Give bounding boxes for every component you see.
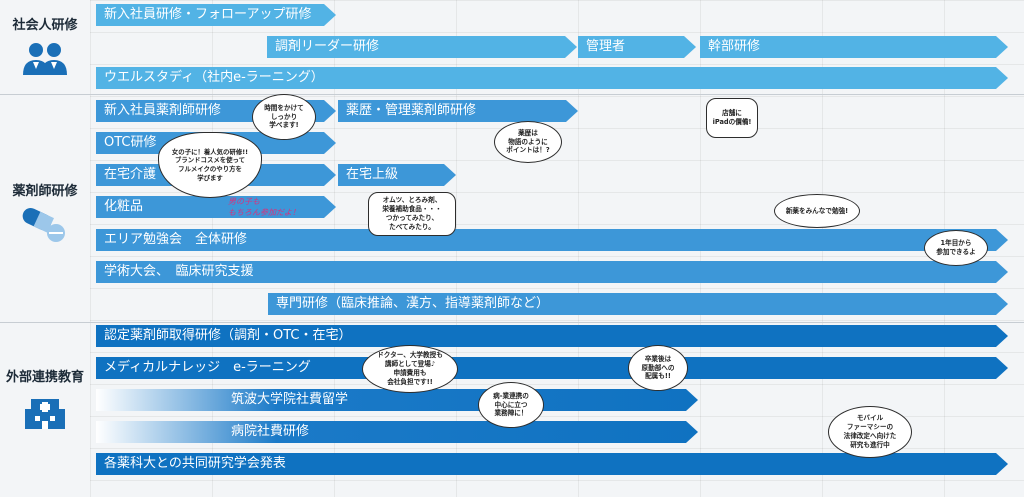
- bar-well-study[interactable]: ウエルスタディ（社内e-ラーニング）: [96, 67, 1008, 89]
- bar-tsukuba[interactable]: 筑波大学院社費留学: [96, 389, 698, 411]
- bubble-doctor: ドクター、大学教授も 講師として登場♪ 申請費用も 会社負担です!!: [362, 345, 458, 393]
- bar-zaitaku-adv[interactable]: 在宅上級: [338, 164, 456, 186]
- bubble-omutsu: オムツ、とろみ剤、 栄養補助食品・・・ つかってみたり、 たべてみたり。: [368, 192, 456, 236]
- bubble-byoyaku: 病-業連携の 中心に立つ 業務陣に！: [478, 382, 544, 428]
- bubble-sotsugyo: 卒業後は 原勤部への 配属も!!: [628, 345, 688, 391]
- pill-capsule-icon: [22, 208, 65, 242]
- bubble-yakureki: 薬歴は 物語のように ポイントは！?: [494, 121, 562, 163]
- bubble-heart-cosme: 女の子に！着人気の研修!! ブランドコスメを使って フルメイクのやり方を 学びま…: [158, 132, 262, 198]
- bar-senmon[interactable]: 専門研修（臨床推論、漢方、指導薬剤師など）: [268, 293, 1008, 315]
- bar-new-hire-followup[interactable]: 新入社員研修・フォローアップ研修: [96, 4, 336, 26]
- bar-gakujutsu[interactable]: 学術大会、 臨床研究支援: [96, 261, 1008, 283]
- bubble-shinyaku: 新薬をみんなで勉強!: [774, 194, 860, 228]
- bar-medical-knowledge[interactable]: メディカルナレッジ e-ラーニング: [96, 357, 1008, 379]
- note-boys-welcome: 男の子も もちろん参加だよ！: [228, 197, 300, 217]
- people-icon: [23, 43, 67, 75]
- section-divider: [0, 94, 1024, 95]
- bar-chozai-leader[interactable]: 調剤リーダー研修: [267, 36, 577, 58]
- bubble-jikan: 時間をかけて しっかり 学べます!: [252, 94, 316, 140]
- category-label: 薬剤師研修: [12, 184, 78, 199]
- bar-kanrisha[interactable]: 管理者: [578, 36, 696, 58]
- bar-hospital[interactable]: 病院社費研修: [96, 421, 698, 443]
- bar-nintei[interactable]: 認定薬剤師取得研修（調剤・OTC・在宅）: [96, 325, 1008, 347]
- bar-area-study[interactable]: エリア勉強会 全体研修: [96, 229, 1008, 251]
- category-yakuzaishi: 薬剤師研修: [0, 180, 90, 245]
- category-shakaijin: 社会人研修: [0, 14, 90, 77]
- bubble-ipad: 店舗に iPadの價備!: [706, 98, 758, 138]
- bar-keshohin[interactable]: 化粧品: [96, 196, 336, 218]
- bubble-mobile: モバイル ファーマシーの 法律改定へ向けた 研究も進行中: [828, 406, 912, 458]
- bar-kanbu[interactable]: 幹部研修: [700, 36, 1008, 58]
- category-gaibu: 外部連携教育: [0, 366, 90, 431]
- bubble-ichinichi: 1年目から 参加できるよ: [924, 230, 988, 266]
- hospital-building-icon: [25, 399, 65, 429]
- category-label: 社会人研修: [12, 18, 78, 33]
- bar-joint-research[interactable]: 各薬科大との共同研究学会発表: [96, 453, 1008, 475]
- category-label: 外部連携教育: [5, 370, 84, 385]
- bar-yakureki[interactable]: 薬歴・管理薬剤師研修: [338, 100, 578, 122]
- section-divider: [0, 322, 1024, 323]
